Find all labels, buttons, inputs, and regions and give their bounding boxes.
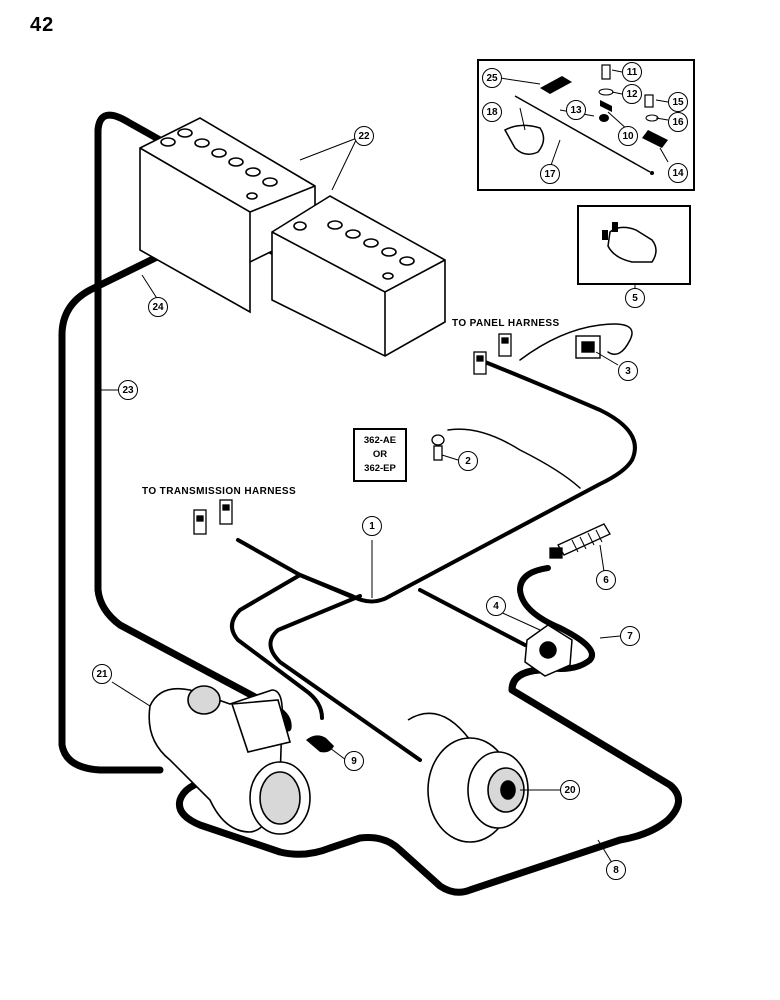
clip-9 xyxy=(306,735,334,753)
callout-2: 2 xyxy=(458,451,478,471)
page-number: 42 xyxy=(30,14,55,36)
sender-6 xyxy=(549,523,611,559)
panel-harness-label: TO PANEL HARNESS xyxy=(452,318,560,329)
callout-1: 1 xyxy=(362,516,382,536)
alternator-20 xyxy=(407,712,529,843)
transmission-harness-connectors xyxy=(193,499,233,535)
battery-front xyxy=(271,195,446,357)
solenoid-4 xyxy=(524,624,573,677)
callout-6: 6 xyxy=(596,570,616,590)
callout-23: 23 xyxy=(118,380,138,400)
callout-20: 20 xyxy=(560,780,580,800)
callout-13: 13 xyxy=(566,100,586,120)
main-harness-1 xyxy=(236,358,637,604)
callout-21: 21 xyxy=(92,664,112,684)
callout-24: 24 xyxy=(148,297,168,317)
callout-4: 4 xyxy=(486,596,506,616)
switch-3 xyxy=(575,335,601,359)
panel-harness-connectors xyxy=(473,333,512,375)
callout-15: 15 xyxy=(668,92,688,112)
variant-line-1: 362-AE xyxy=(363,435,397,446)
callout-22: 22 xyxy=(354,126,374,146)
callout-12: 12 xyxy=(622,84,642,104)
cable-8 xyxy=(175,666,682,896)
variant-line-2: OR xyxy=(372,449,388,460)
callout-11: 11 xyxy=(622,62,642,82)
callout-9: 9 xyxy=(344,751,364,771)
variant-box: 362-AE OR 362-EP xyxy=(353,428,407,482)
callout-18: 18 xyxy=(482,102,502,122)
callout-5: 5 xyxy=(625,288,645,308)
solenoid-detail-box xyxy=(577,205,691,285)
harness-thin-to-sender xyxy=(447,428,581,489)
callout-16: 16 xyxy=(668,112,688,132)
harness-branch-alternator xyxy=(268,594,422,762)
wire-7 xyxy=(517,565,595,672)
starter-motor-21 xyxy=(148,685,311,835)
hardware-detail-box xyxy=(477,59,695,191)
cable-23 xyxy=(94,111,292,732)
callout-8: 8 xyxy=(606,860,626,880)
callout-25: 25 xyxy=(482,68,502,88)
harness-thin-to-switch xyxy=(519,323,633,361)
harness-branch-solenoid xyxy=(418,588,527,647)
callout-10: 10 xyxy=(618,126,638,146)
transmission-harness-label: TO TRANSMISSION HARNESS xyxy=(142,486,297,497)
callout-14: 14 xyxy=(668,163,688,183)
variant-line-3: 362-EP xyxy=(364,463,396,474)
callout-17: 17 xyxy=(540,164,560,184)
sender-2 xyxy=(431,434,445,461)
callout-3: 3 xyxy=(618,361,638,381)
callout-7: 7 xyxy=(620,626,640,646)
harness-branch-upper xyxy=(230,573,352,720)
